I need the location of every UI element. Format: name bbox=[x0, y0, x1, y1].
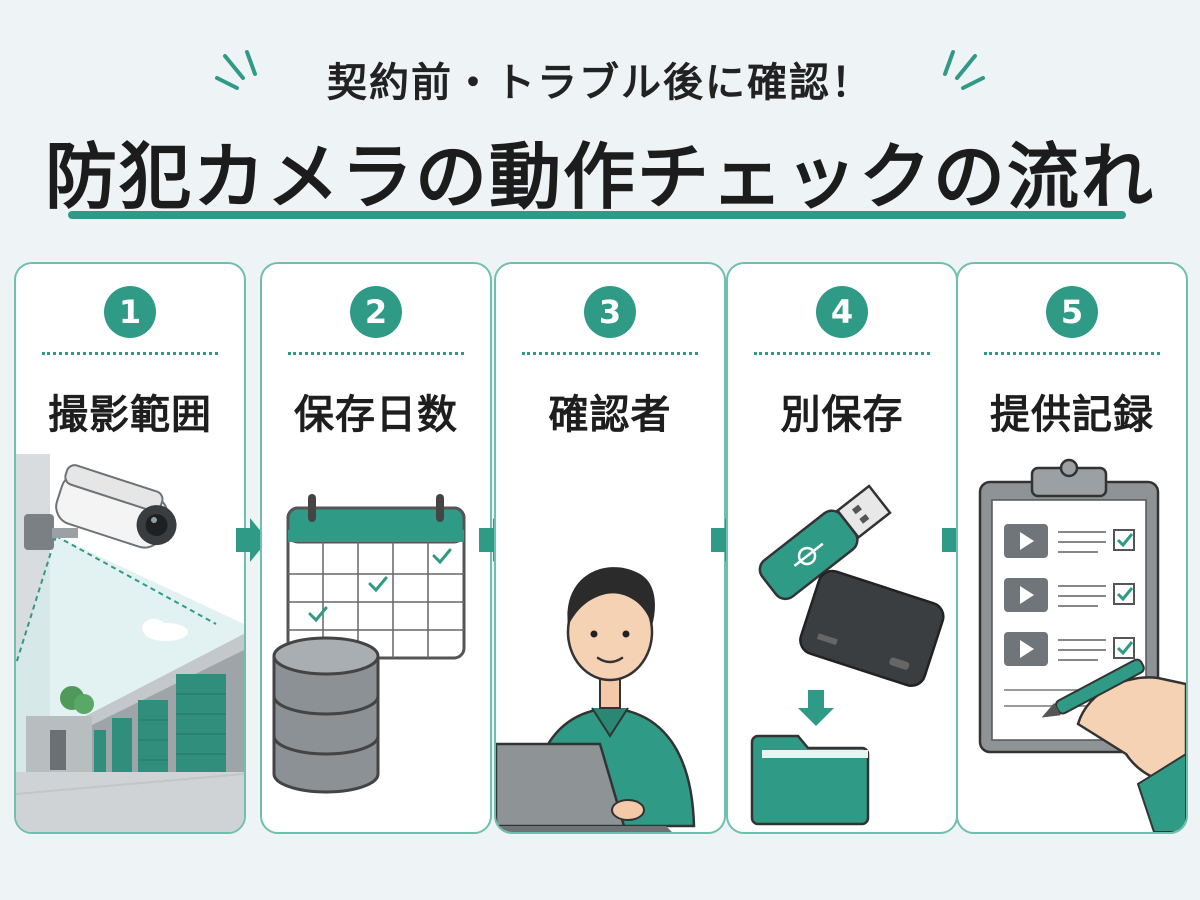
step-card-4: 4 別保存 bbox=[726, 262, 958, 834]
step-label-5: 提供記録 bbox=[990, 392, 1154, 438]
page-title: 防犯カメラの動作チェックの流れ bbox=[44, 135, 1155, 219]
step-card-1: 1 撮影範囲 bbox=[14, 262, 246, 834]
arrow-right-icon bbox=[236, 518, 268, 562]
dotted-divider bbox=[522, 352, 698, 355]
calendar-database-illustration bbox=[272, 494, 466, 794]
step-number-5: 5 bbox=[1046, 286, 1098, 338]
left-spark-icon bbox=[215, 50, 257, 90]
usb-drive-hard-disk-folder-illustration bbox=[750, 484, 945, 826]
step-card-3: 3 確認者 bbox=[494, 262, 726, 834]
step-label-2: 保存日数 bbox=[294, 392, 458, 438]
right-spark-icon bbox=[943, 50, 985, 90]
dotted-divider bbox=[42, 352, 218, 355]
step-label-3: 確認者 bbox=[548, 392, 672, 438]
clipboard-record-illustration bbox=[978, 458, 1186, 832]
dotted-divider bbox=[288, 352, 464, 355]
step-number-3: 3 bbox=[584, 286, 636, 338]
step-number-1: 1 bbox=[104, 286, 156, 338]
step-card-2: 2 保存日数 bbox=[260, 262, 492, 834]
step-number-2: 2 bbox=[350, 286, 402, 338]
step-number-4: 4 bbox=[816, 286, 868, 338]
step-card-5: 5 提供記録 bbox=[956, 262, 1188, 834]
title-underline bbox=[68, 211, 1126, 219]
step-label-1: 撮影範囲 bbox=[48, 392, 212, 438]
dotted-divider bbox=[754, 352, 930, 355]
dotted-divider bbox=[984, 352, 1160, 355]
person-laptop-illustration bbox=[496, 567, 696, 832]
step-label-4: 別保存 bbox=[780, 392, 904, 438]
page-subtitle: 契約前・トラブル後に確認！ bbox=[327, 60, 873, 106]
security-camera-warehouse-illustration bbox=[16, 454, 244, 832]
